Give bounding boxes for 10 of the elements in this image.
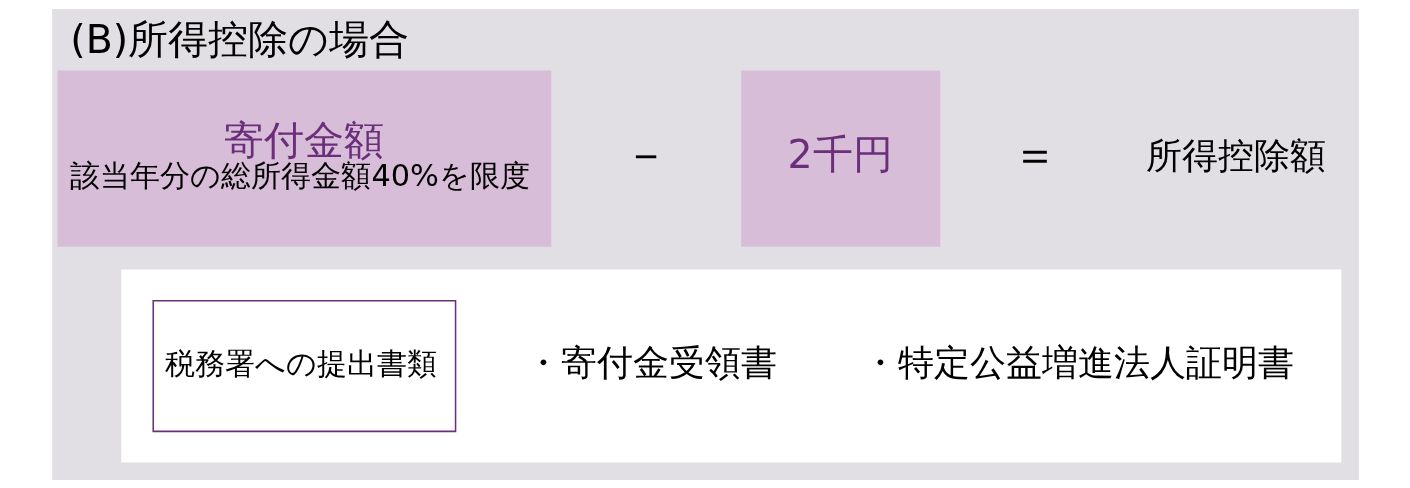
label: 所得控除額 — [1145, 133, 1326, 177]
cluster — [120, 269, 1341, 463]
node-box: 2千円 — [740, 70, 940, 247]
label: ＝ — [1011, 127, 1058, 181]
node-box: 寄付金額 該当年分の総所得金額40%を限度 — [57, 70, 551, 247]
label: ・特定公益増進法人証明書 — [861, 340, 1294, 384]
node-box: 税務署への提出書類 — [151, 299, 456, 432]
diagram-title: (B)所得控除の場合 — [69, 15, 409, 62]
label: ・寄付金受領書 — [524, 340, 777, 384]
label: － — [622, 127, 669, 181]
